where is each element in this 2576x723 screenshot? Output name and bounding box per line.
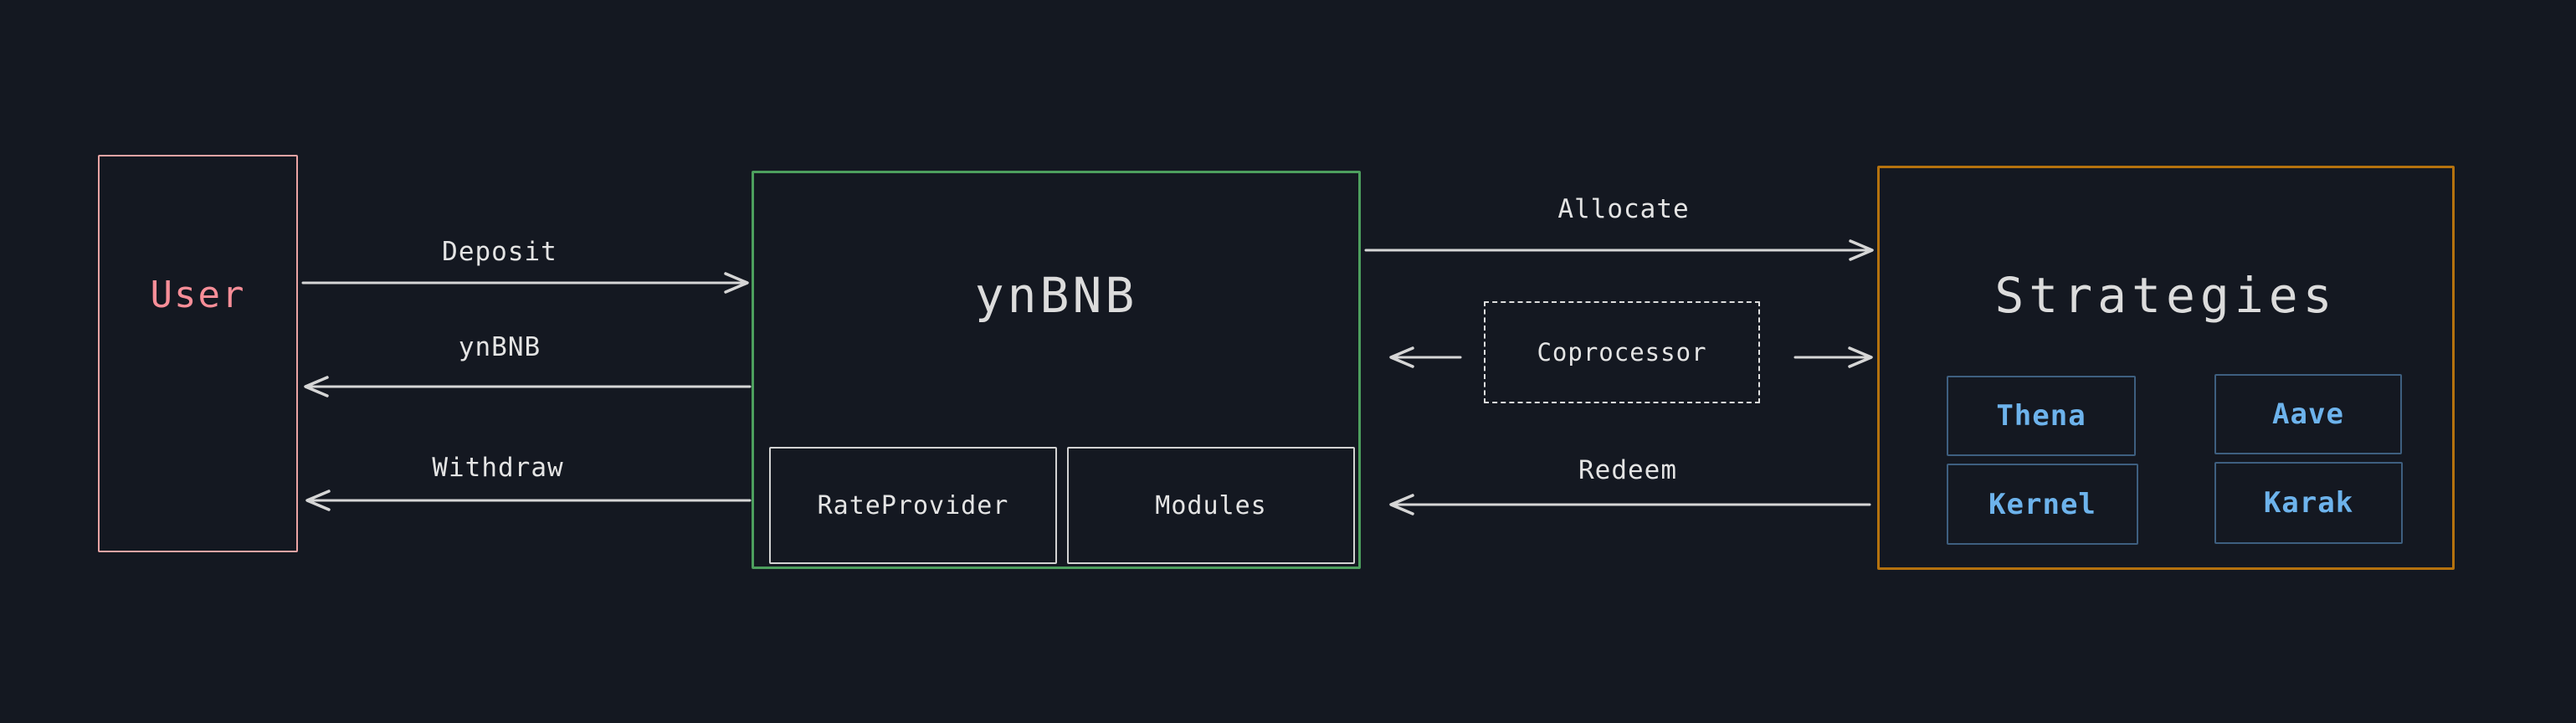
strategy-chip-thena: Thena [1947, 376, 2136, 456]
deposit-edge-label: Deposit [442, 237, 557, 267]
deposit-arrow [301, 272, 749, 294]
thena-label: Thena [1996, 399, 2086, 433]
withdraw-arrow [305, 490, 752, 511]
coprocessor-to-strategies-arrow [1793, 346, 1873, 368]
strategies-title: Strategies [1994, 267, 2337, 324]
rate-provider-box: RateProvider [769, 447, 1057, 564]
ynbnb-edge-label: ynBNB [458, 332, 541, 362]
modules-label: Modules [1155, 490, 1267, 520]
withdraw-edge-label: Withdraw [432, 453, 564, 483]
redeem-arrow [1389, 494, 1871, 515]
user-label: User [150, 274, 246, 316]
ynbnb-return-arrow [304, 376, 752, 397]
kernel-label: Kernel [1988, 487, 2096, 521]
ynbnb-box: ynBNB RateProvider Modules [752, 171, 1361, 569]
rate-provider-label: RateProvider [817, 490, 1009, 520]
coprocessor-label: Coprocessor [1537, 338, 1707, 367]
coprocessor-box: Coprocessor [1484, 301, 1760, 403]
allocate-arrow [1364, 239, 1874, 261]
strategy-chip-aave: Aave [2214, 374, 2402, 454]
ynbnb-title: ynBNB [974, 267, 1138, 324]
coprocessor-to-ynbnb-arrow [1389, 346, 1462, 368]
allocate-edge-label: Allocate [1557, 194, 1690, 224]
modules-box: Modules [1067, 447, 1355, 564]
aave-label: Aave [2272, 397, 2344, 431]
user-box: User [98, 155, 298, 552]
strategies-box: Strategies Thena Aave Kernel Karak [1877, 166, 2455, 570]
redeem-edge-label: Redeem [1578, 455, 1677, 485]
strategy-chip-kernel: Kernel [1947, 464, 2138, 545]
karak-label: Karak [2263, 486, 2354, 520]
strategy-chip-karak: Karak [2214, 462, 2403, 544]
